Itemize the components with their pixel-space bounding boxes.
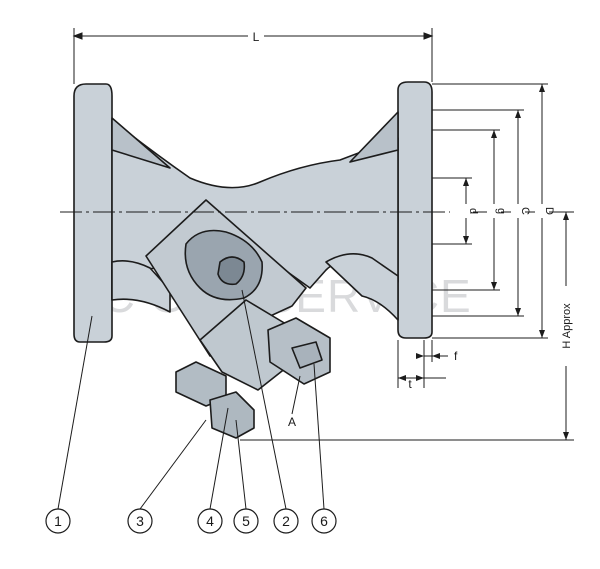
left-flange — [73, 83, 113, 343]
dim-C-bg — [511, 204, 525, 218]
dim-H-label: H Approx — [561, 303, 573, 349]
dim-d-label: d — [467, 208, 479, 214]
dim-f-label: f — [454, 349, 458, 363]
dim-g-label: g — [495, 208, 507, 214]
callout-5: 5 — [233, 508, 259, 534]
dim-L-label-bg — [248, 28, 264, 44]
dim-L-label: L — [253, 30, 260, 44]
dim-D-bg — [535, 204, 549, 218]
dim-t-label: t — [408, 377, 412, 391]
svg-text:4: 4 — [206, 513, 214, 529]
right-flange — [397, 81, 433, 339]
right-lower-web — [325, 253, 399, 321]
callout-6: 6 — [311, 508, 337, 534]
right-dim-arrows — [463, 84, 569, 440]
view-A-leader — [291, 375, 301, 415]
dim-d-bg — [459, 204, 473, 218]
left-lower-leg — [111, 260, 171, 313]
dim-C-label: C — [519, 207, 531, 215]
dim-f-t-arrows — [398, 353, 440, 381]
cover-bolt-head — [209, 391, 255, 439]
view-A-label: A — [288, 415, 296, 429]
valve-body — [73, 81, 433, 439]
strainer-center — [217, 256, 246, 286]
callout-3: 3 — [127, 508, 153, 534]
dim-g-bg — [487, 204, 501, 218]
callout-1: 1 — [45, 508, 71, 534]
callout-2: 2 — [273, 508, 299, 534]
callout-leaders — [57, 289, 325, 510]
dim-D-label: D — [543, 207, 555, 215]
svg-text:1: 1 — [54, 513, 62, 529]
dim-H-bg — [559, 286, 573, 366]
svg-text:5: 5 — [242, 513, 250, 529]
callout-4: 4 — [197, 508, 223, 534]
left-web — [111, 117, 171, 169]
svg-text:6: 6 — [320, 513, 328, 529]
svg-text:3: 3 — [136, 513, 144, 529]
right-web — [349, 111, 399, 163]
blowoff-plug — [291, 341, 323, 369]
svg-text:2: 2 — [282, 513, 290, 529]
